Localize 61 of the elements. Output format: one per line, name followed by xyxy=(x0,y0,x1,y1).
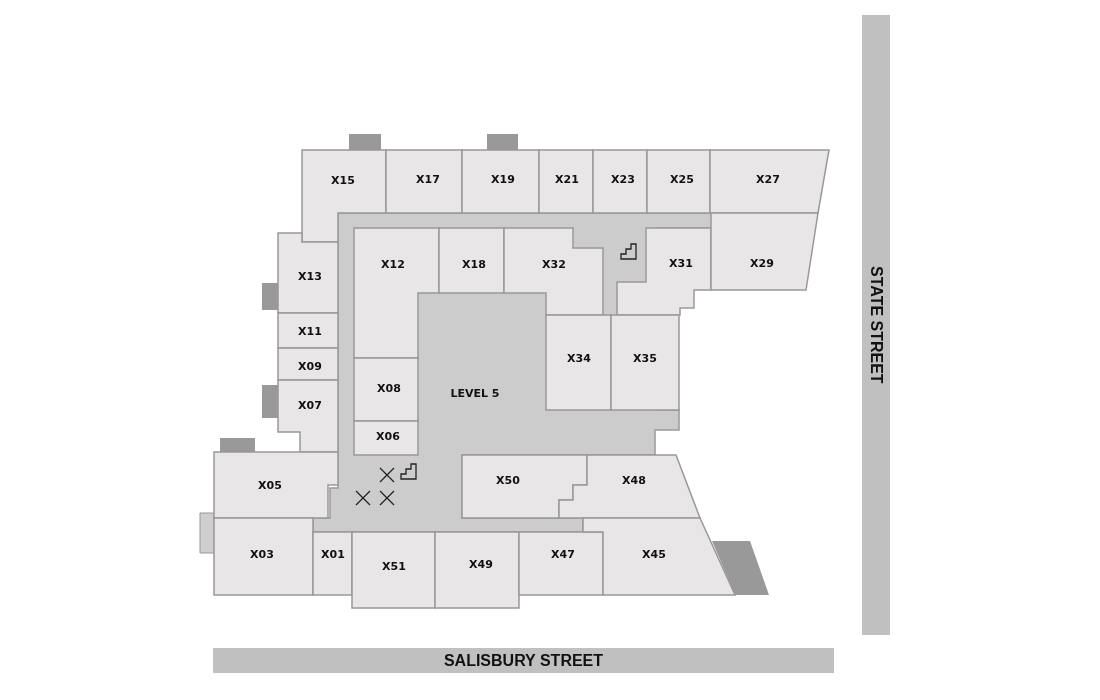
unit-number: X34 xyxy=(567,351,591,365)
shop-unit xyxy=(278,348,338,380)
shop-unit xyxy=(611,315,679,410)
shop-unit xyxy=(354,421,418,455)
unit-number: X06 xyxy=(376,429,400,443)
unit-number: X07 xyxy=(298,398,322,412)
unit-number: X12 xyxy=(381,257,405,271)
shop-unit xyxy=(278,233,338,313)
shop-unit xyxy=(546,315,611,410)
unit-number: X49 xyxy=(469,557,493,571)
unit-number: X13 xyxy=(298,269,322,283)
unit-number: X03 xyxy=(250,547,274,561)
shop-unit xyxy=(617,228,711,315)
shop-unit xyxy=(593,150,647,213)
shop-unit xyxy=(519,532,603,595)
street-name: SALISBURY STREET xyxy=(443,651,604,670)
unit-number: X01 xyxy=(321,547,345,561)
unit-number: X27 xyxy=(756,172,780,186)
shop-unit xyxy=(278,380,338,452)
shop-unit xyxy=(302,150,386,242)
shop-unit xyxy=(386,150,462,213)
shop-unit xyxy=(647,150,710,213)
unit-number: X05 xyxy=(258,478,282,492)
unit-number: X50 xyxy=(496,473,520,487)
shop-unit xyxy=(435,532,519,608)
unit-number: X48 xyxy=(622,473,646,487)
unit-number: X11 xyxy=(298,324,322,338)
unit-number: X31 xyxy=(669,256,693,270)
unit-number: X35 xyxy=(633,351,657,365)
shop-unit xyxy=(711,213,818,290)
shop-unit xyxy=(354,358,418,421)
shop-unit xyxy=(462,150,539,213)
shop-unit xyxy=(278,313,338,348)
unit-number: X09 xyxy=(298,359,322,373)
shop-unit xyxy=(539,150,593,213)
street-name: STATE STREET xyxy=(867,266,885,384)
shop-unit xyxy=(313,532,352,595)
unit-number: X29 xyxy=(750,256,774,270)
shop-unit xyxy=(583,518,735,595)
unit-number: X23 xyxy=(611,172,635,186)
unit-number: X21 xyxy=(555,172,579,186)
unit-number: X18 xyxy=(462,257,486,271)
shop-unit xyxy=(214,452,338,518)
unit-number: X51 xyxy=(382,559,406,573)
unit-number: X32 xyxy=(542,257,566,271)
shop-unit xyxy=(559,455,700,518)
unit-number: X25 xyxy=(670,172,694,186)
unit-number: X15 xyxy=(331,173,355,187)
shop-unit xyxy=(214,518,313,595)
shop-unit xyxy=(504,228,603,315)
unit-number: X08 xyxy=(377,381,401,395)
unit-number: X19 xyxy=(491,172,515,186)
unit-number: X45 xyxy=(642,547,666,561)
street-band xyxy=(213,648,834,673)
street-band xyxy=(862,15,890,635)
shop-unit xyxy=(710,150,829,213)
shop-unit xyxy=(439,228,504,293)
level-label: LEVEL 5 xyxy=(450,386,500,400)
unit-number: X17 xyxy=(416,172,440,186)
shop-unit xyxy=(352,532,435,608)
unit-number: X47 xyxy=(551,547,575,561)
